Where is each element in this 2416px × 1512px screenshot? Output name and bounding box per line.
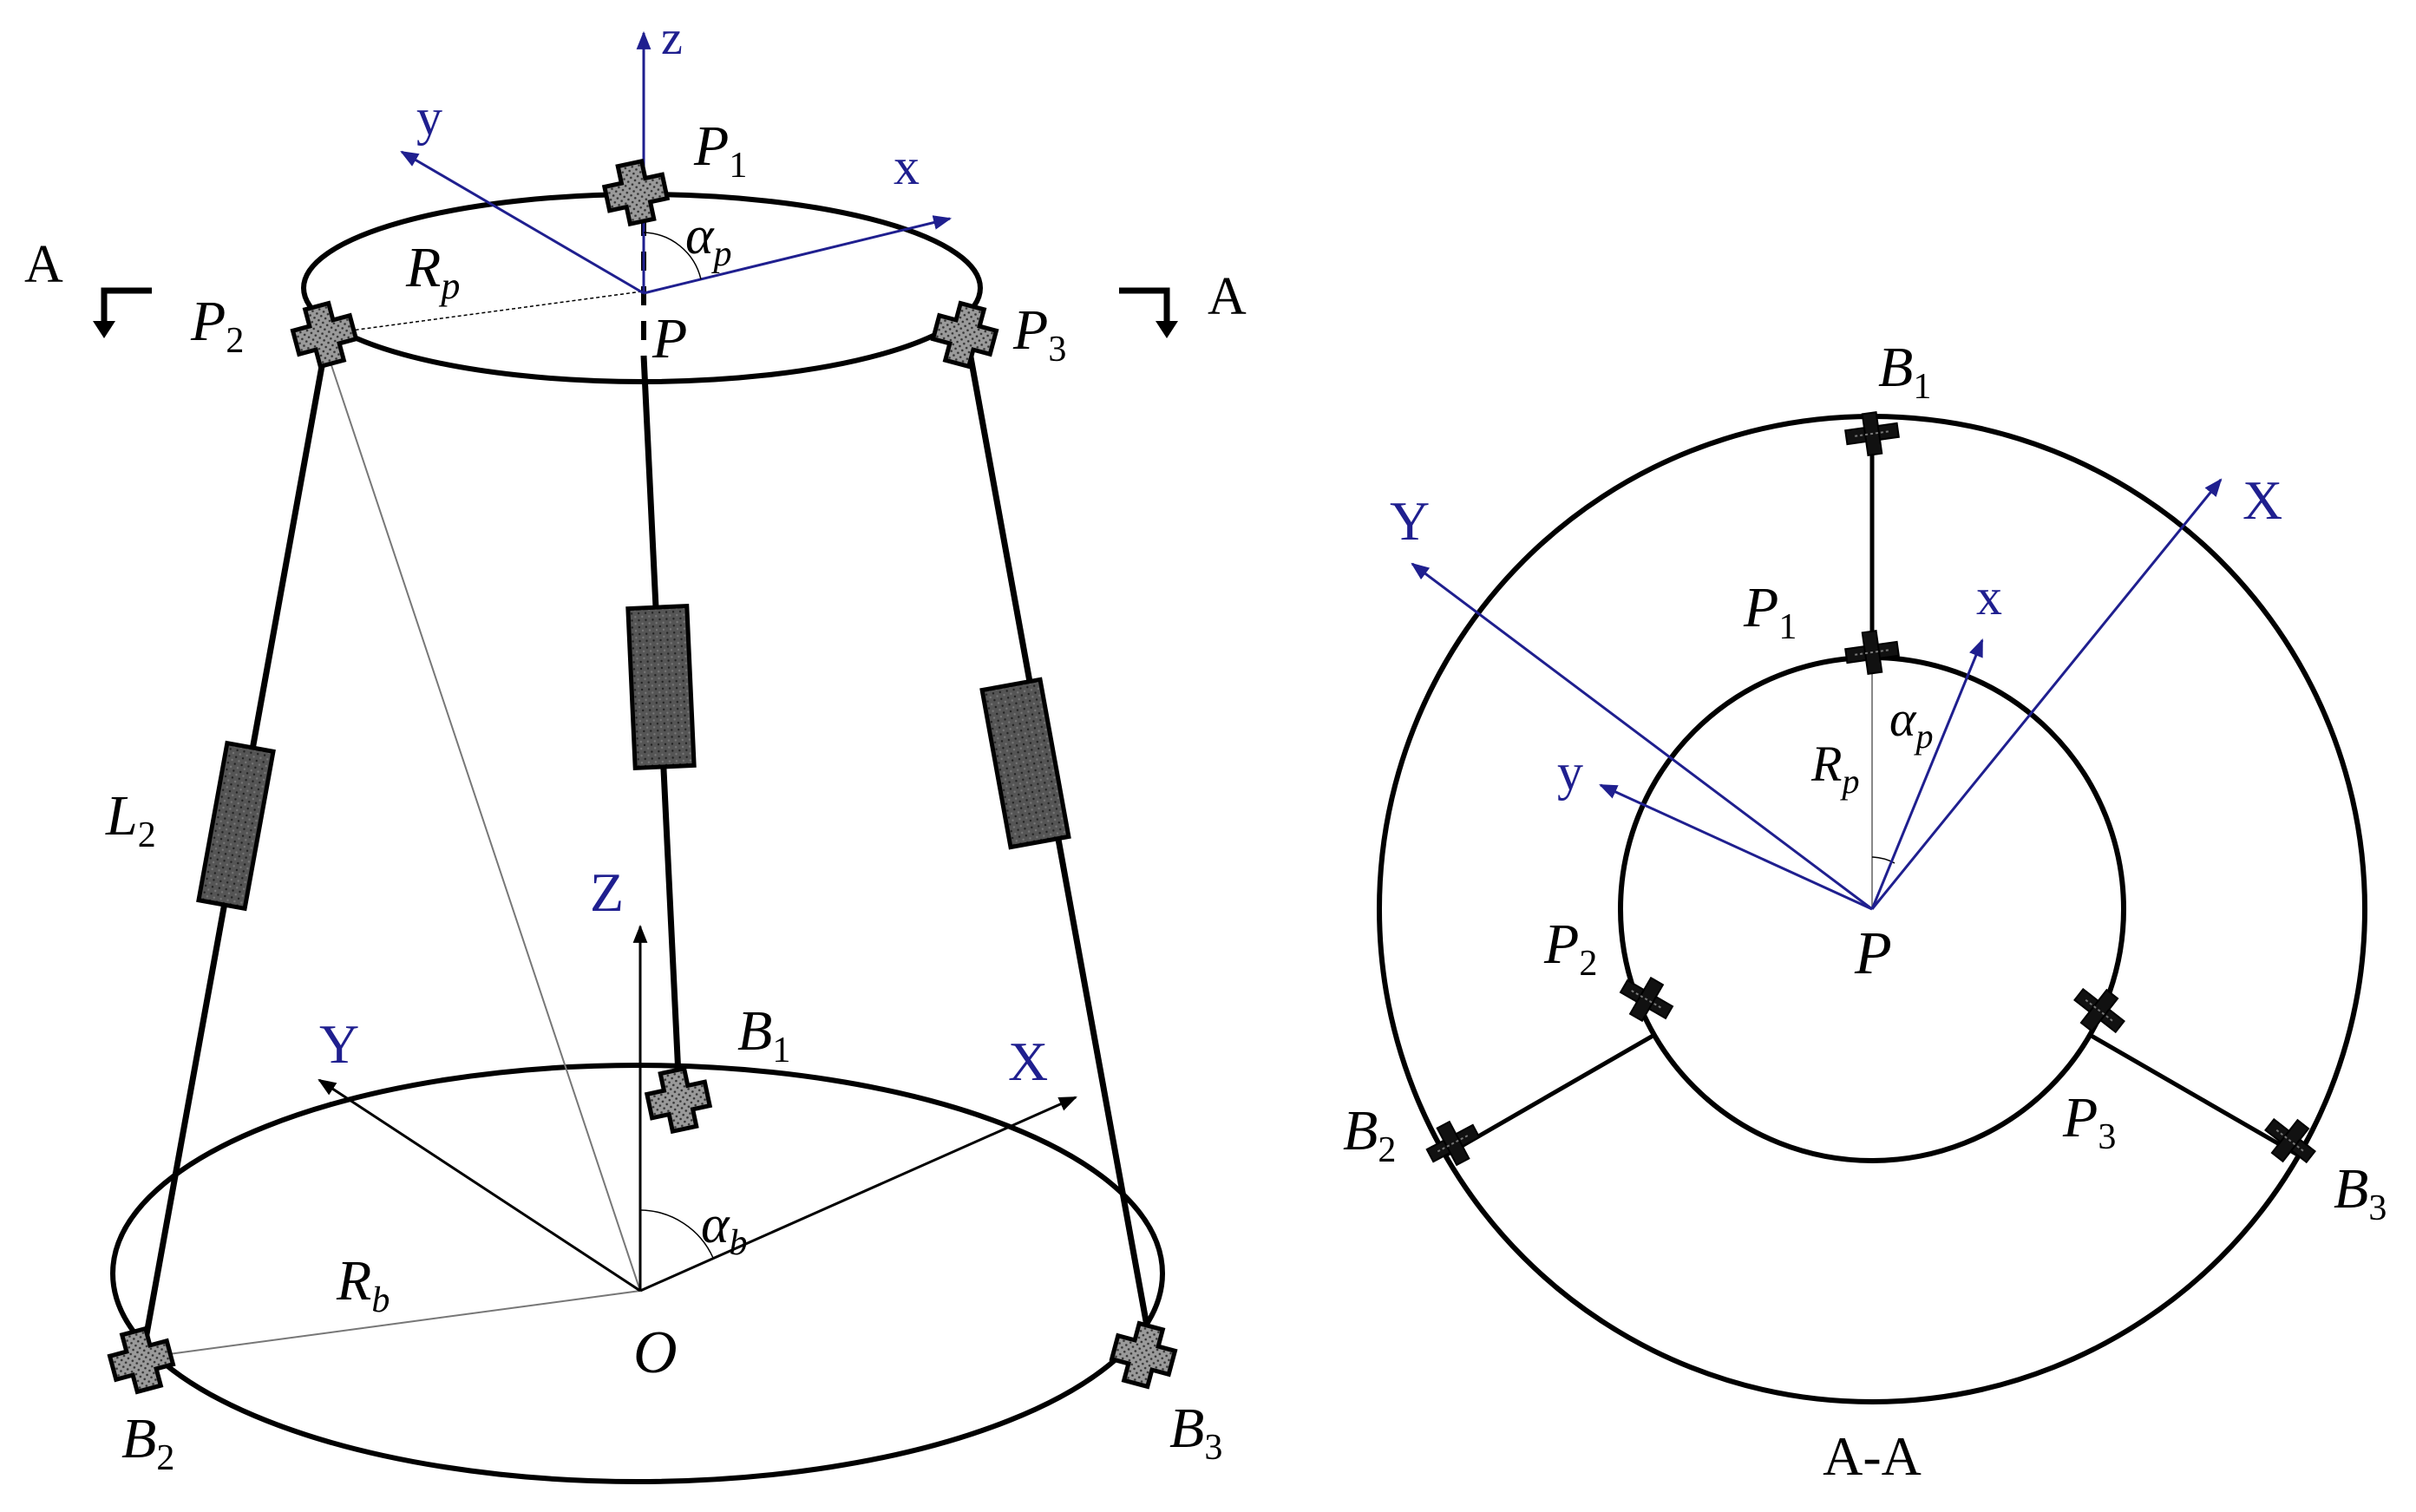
joint-p3 — [928, 298, 1000, 370]
section-joint-p1 — [1842, 627, 1902, 677]
joint-b1 — [644, 1065, 714, 1136]
label-b3: B3 — [1169, 1397, 1222, 1468]
base-ellipse — [110, 1063, 1165, 1484]
label-b2: B2 — [121, 1407, 174, 1478]
joint-p2 — [288, 298, 360, 370]
base-y-label: Y — [319, 1013, 359, 1075]
section-label-b2: B2 — [1343, 1099, 1396, 1170]
joint-b3 — [1107, 1319, 1179, 1391]
platform-y-axis — [400, 150, 645, 295]
section-label-p: P — [1854, 920, 1892, 987]
section-label-p3: P3 — [2062, 1086, 2116, 1157]
label-p3: P3 — [1012, 298, 1066, 370]
rp-line — [324, 291, 643, 335]
label-o: O — [633, 1319, 678, 1386]
link-2 — [1444, 1032, 1656, 1158]
alpha-b-arc — [639, 1209, 714, 1259]
base-x-axis — [639, 1096, 1077, 1293]
section-label-b3: B3 — [2334, 1157, 2387, 1228]
section-platform-x-label: x — [1976, 568, 2002, 625]
label-l2: L2 — [105, 784, 156, 855]
section-mark-left-icon — [101, 287, 152, 325]
label-alpha-b: αb — [701, 1195, 748, 1263]
label-rp: Rp — [405, 236, 460, 307]
section-label-right: A — [1208, 267, 1247, 326]
section-label-b1: B1 — [1878, 336, 1931, 407]
base-z-label: Z — [590, 861, 624, 923]
actuator-leg-2 — [196, 740, 276, 912]
section-mark-right-arrow-icon — [1156, 321, 1178, 338]
label-p1: P1 — [693, 115, 747, 186]
section-platform-y-axis — [1599, 783, 1873, 911]
section-mark-left-arrow-icon — [93, 321, 115, 338]
actuator-leg-3 — [979, 677, 1071, 850]
label-alpha-p: αp — [685, 206, 732, 274]
section-view-a-a: B1 Y X x y P1 αp Rp P P2 P3 B2 B3 A-A — [1343, 336, 2387, 1487]
section-base-y-label: Y — [1390, 490, 1430, 552]
base-y-axis — [318, 1078, 641, 1293]
section-joint-b3 — [2256, 1107, 2325, 1175]
alpha-p-arc-section — [1871, 856, 1895, 864]
section-mark-right-icon — [1119, 287, 1170, 325]
section-platform-y-label: y — [1557, 743, 1583, 801]
alpha-p-arc — [643, 232, 702, 280]
joint-b2 — [105, 1324, 177, 1396]
section-label-p2: P2 — [1543, 913, 1597, 984]
section-caption: A-A — [1823, 1425, 1922, 1487]
section-platform-x-axis — [1870, 638, 1984, 910]
joint-p1 — [601, 158, 671, 228]
section-label-alpha-p: αp — [1889, 691, 1933, 756]
section-label-rp: Rp — [1810, 736, 1859, 801]
section-base-y-axis — [1411, 562, 1873, 911]
section-base-x-label: X — [2242, 469, 2282, 531]
label-rb: Rb — [336, 1249, 390, 1320]
rb-line — [142, 1290, 641, 1358]
section-base-x-axis — [1870, 478, 2223, 910]
label-b1: B1 — [737, 999, 790, 1070]
platform-x-label: x — [894, 138, 920, 195]
platform-y-label: y — [416, 88, 442, 146]
left-3d-view: A A z y x P1 P2 P3 P Rp αp L2 Z Y X B1 α… — [24, 11, 1247, 1484]
base-x-label: X — [1008, 1031, 1048, 1092]
section-label-left: A — [24, 235, 63, 294]
platform-z-label: z — [661, 11, 683, 65]
link-3 — [2088, 1032, 2301, 1158]
section-label-p1: P1 — [1743, 576, 1797, 647]
diagonal-p2-o — [324, 346, 641, 1292]
section-joint-p3 — [2065, 977, 2134, 1044]
label-p: P — [651, 307, 687, 370]
label-p2: P2 — [190, 290, 244, 361]
actuator-leg-1 — [625, 603, 697, 771]
platform-x-axis — [643, 215, 953, 295]
